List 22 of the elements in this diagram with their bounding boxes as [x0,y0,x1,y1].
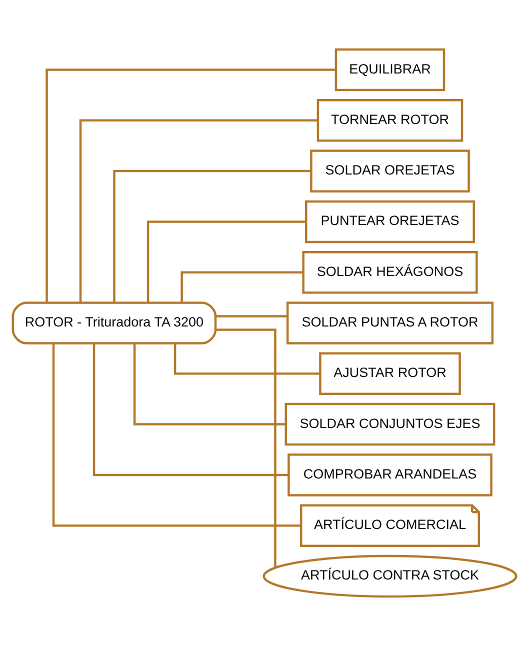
node-box: EQUILIBRAR [334,48,446,92]
node-box: SOLDAR PUNTAS A ROTOR [286,302,494,344]
node-box: SOLDAR OREJETAS [310,150,470,192]
connector [113,170,311,302]
node-box: TORNEAR ROTOR [316,99,464,142]
connector [180,271,304,303]
connector [92,344,289,476]
node-ellipse: ARTÍCULO CONTRA STOCK [262,554,518,598]
node-box: SOLDAR CONJUNTOS EJES [284,402,496,446]
connector [216,328,276,568]
connector [79,119,318,302]
connector [216,315,288,318]
node-box: SOLDAR HEXÁGONOS [302,250,478,294]
connector [174,343,320,375]
node-box: PUNTEAR OREJETAS [305,200,475,244]
node-box: ROTOR - Trituradora TA 3200 [12,302,217,344]
connector [46,68,336,303]
node-box: AJUSTAR ROTOR [319,352,461,396]
connector [52,344,301,527]
connector [133,344,286,426]
connector [146,220,306,302]
node-box: COMPROBAR ARANDELAS [288,454,492,496]
